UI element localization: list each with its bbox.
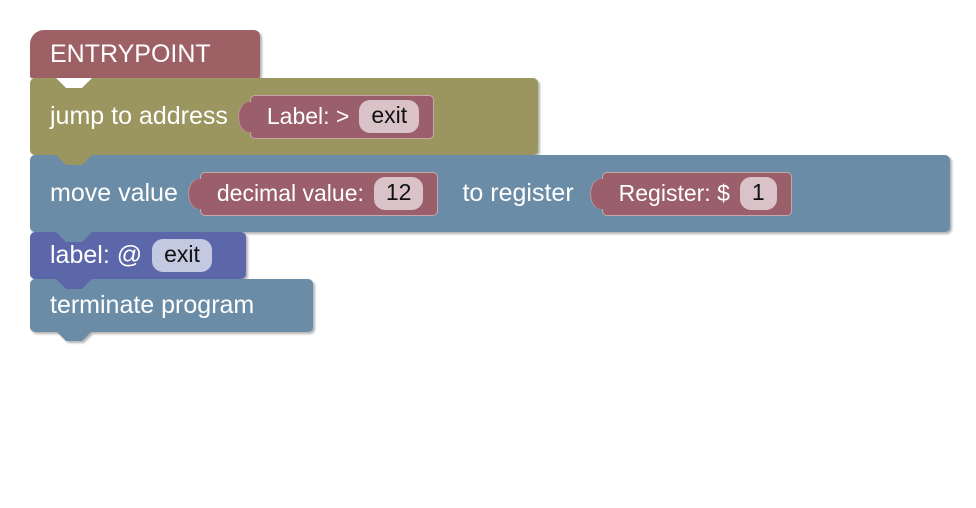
reporter-decimal-value-number[interactable]: 12 — [373, 176, 424, 211]
block-notch-top — [56, 155, 92, 165]
block-move-value-to-register-text: to register — [462, 179, 574, 207]
block-label-at[interactable]: label: @ exit — [30, 232, 246, 279]
reporter-label-address-value[interactable]: exit — [359, 99, 420, 134]
block-notch-top — [56, 279, 92, 289]
block-jump-to-address[interactable]: jump to address Label: > exit — [30, 78, 538, 155]
block-label-at-name[interactable]: exit — [152, 238, 212, 273]
reporter-label-address-text: Label: > — [266, 103, 350, 129]
script-stack[interactable]: ENTRYPOINT jump to address Label: > exit… — [30, 30, 950, 332]
reporter-register-number[interactable]: 1 — [739, 176, 777, 211]
block-label-at-label: label: @ — [50, 241, 143, 269]
block-entrypoint-label: ENTRYPOINT — [50, 39, 211, 68]
block-jump-to-address-label: jump to address — [50, 102, 228, 130]
block-notch-top — [56, 232, 92, 242]
block-move-value-label: move value — [50, 179, 178, 207]
block-notch-top — [56, 78, 92, 88]
reporter-register-text: Register: $ — [618, 180, 730, 206]
block-move-value[interactable]: move value decimal value: 12 to register… — [30, 155, 950, 232]
block-entrypoint[interactable]: ENTRYPOINT — [30, 30, 260, 78]
reporter-decimal-value[interactable]: decimal value: 12 — [199, 171, 439, 216]
reporter-label-address[interactable]: Label: > exit — [249, 94, 435, 139]
reporter-register[interactable]: Register: $ 1 — [601, 171, 792, 216]
block-terminate-program-label: terminate program — [50, 291, 255, 319]
block-terminate-program[interactable]: terminate program — [30, 279, 313, 332]
reporter-decimal-value-text: decimal value: — [216, 180, 364, 206]
